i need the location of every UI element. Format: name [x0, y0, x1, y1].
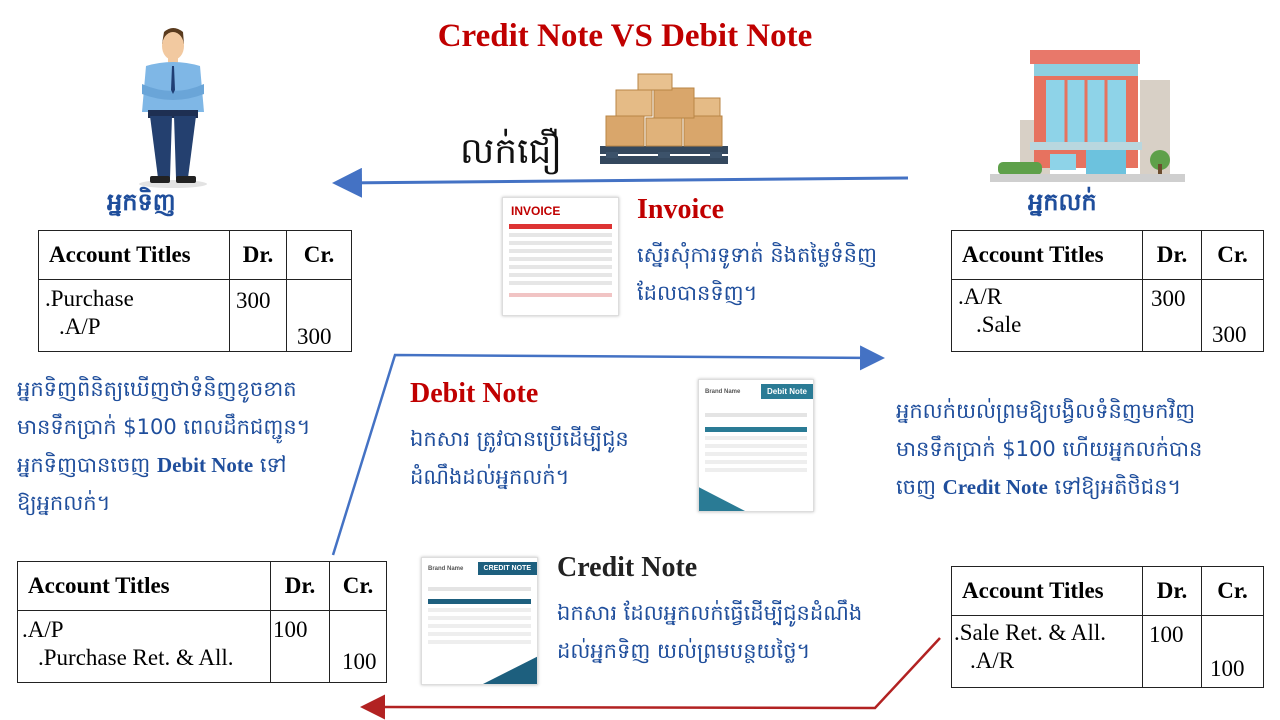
- account-entry-2: .Sale: [976, 312, 1022, 337]
- debit-amount: 100: [1149, 622, 1184, 647]
- page-title: Credit Note VS Debit Note: [437, 18, 813, 54]
- invoice-line-1: ស្នើរសុំការទូទាត់ និងតម្លៃទំនិញ: [637, 243, 877, 267]
- account-titles-header: Account Titles: [38, 230, 230, 280]
- credit-amount: 300: [297, 324, 332, 349]
- invoice-description: ស្នើរសុំការទូទាត់ និងតម្លៃទំនិញ ដែលបានទិ…: [637, 236, 877, 312]
- account-entry-1: .Sale Ret. & All.: [954, 620, 1107, 645]
- debit-amount: 300: [236, 288, 271, 313]
- buyer-label: អ្នកទិញ: [107, 188, 176, 216]
- invoice-heading: Invoice: [637, 194, 725, 225]
- seller-text-line-3-post: ទៅឱ្យអតិថិជន។: [1047, 475, 1182, 499]
- account-titles-header: Account Titles: [17, 561, 271, 611]
- buyer-return-table: Account Titles Dr. Cr. .A/P .Purchase Re…: [17, 561, 387, 683]
- credit-note-heading: Credit Note: [557, 552, 698, 583]
- seller-text-line-2: មានទឹកប្រាក់ $100 ហើយអ្នកលក់បាន: [896, 437, 1203, 461]
- seller-text-line-1: អ្នកលក់យល់ព្រមឱ្យបង្វិលទំនិញមកវិញ: [896, 399, 1196, 423]
- buyer-text-line-3: អ្នកទិញបានចេញ Debit Note ទៅ: [17, 446, 311, 484]
- credit-note-arrow: [360, 637, 941, 720]
- seller-building-icon: [990, 50, 1185, 182]
- debit-note-line-1: ឯកសារ ត្រូវបានប្រើដើម្បីជូន: [410, 427, 629, 451]
- credit-note-brand: Brand Name: [428, 565, 464, 572]
- debit-note-doc-title: Debit Note: [761, 384, 813, 399]
- seller-text-line-3-en: Credit Note: [942, 475, 1048, 499]
- seller-return-table: Account Titles Dr. Cr. .Sale Ret. & All.…: [951, 566, 1264, 688]
- credit-amount: 100: [1210, 656, 1245, 681]
- debit-amount: 300: [1151, 286, 1186, 311]
- dr-header: Dr.: [270, 561, 330, 611]
- seller-label: អ្នកលក់: [1028, 188, 1097, 216]
- account-titles-header: Account Titles: [951, 566, 1143, 616]
- buyer-text-line-3-en: Debit Note: [156, 453, 254, 477]
- buyer-person-icon: [139, 28, 207, 188]
- invoice-doc-title: INVOICE: [511, 204, 561, 218]
- buyer-explanation: អ្នកទិញពិនិត្យឃើញថាទំនិញខូចខាត មានទឹកប្រ…: [17, 370, 311, 522]
- account-entry-2: .A/R: [970, 648, 1015, 673]
- buyer-text-line-3-pre: អ្នកទិញបានចេញ: [17, 453, 157, 477]
- account-entry-2: .A/P: [59, 314, 101, 339]
- buyer-text-line-3-post: ទៅ: [253, 453, 287, 477]
- account-entry-1: .Purchase: [45, 286, 134, 311]
- credit-note-line-1: ឯកសារ ដែលអ្នកលក់ធ្វើដើម្បីជូនដំណឹង: [557, 601, 863, 625]
- debit-amount: 100: [273, 617, 308, 642]
- seller-sale-table: Account Titles Dr. Cr. .A/R .Sale 300 30…: [951, 230, 1264, 352]
- debit-note-brand: Brand Name: [705, 388, 741, 395]
- cr-header: Cr.: [1201, 230, 1264, 280]
- buyer-text-line-2: មានទឹកប្រាក់ $100 ពេលដឹកជញ្ជូន។: [17, 415, 311, 439]
- invoice-document: INVOICE: [502, 197, 619, 316]
- dr-header: Dr.: [229, 230, 287, 280]
- buyer-text-line-4: ឱ្យអ្នកលក់។: [17, 491, 111, 515]
- credit-note-document: Brand Name CREDIT NOTE: [421, 557, 538, 685]
- account-entry-1: .A/P: [22, 617, 64, 642]
- cr-header: Cr.: [329, 561, 387, 611]
- debit-note-description: ឯកសារ ត្រូវបានប្រើដើម្បីជូន ដំណឹងដល់អ្នក…: [410, 420, 629, 496]
- dr-header: Dr.: [1142, 230, 1202, 280]
- debit-note-line-2: ដំណឹងដល់អ្នកលក់។: [410, 465, 570, 489]
- sell-on-credit-label: លក់ជឿ: [460, 131, 563, 172]
- seller-text-line-3: ចេញ Credit Note ទៅឱ្យអតិថិជន។: [896, 468, 1202, 506]
- credit-amount: 100: [342, 649, 377, 674]
- credit-note-doc-title: CREDIT NOTE: [477, 562, 537, 575]
- cr-header: Cr.: [286, 230, 352, 280]
- debit-note-heading: Debit Note: [410, 378, 539, 409]
- sale-arrow: [332, 167, 909, 198]
- dr-header: Dr.: [1142, 566, 1202, 616]
- account-entry-1: .A/R: [958, 284, 1003, 309]
- debit-note-arrow: [331, 345, 885, 556]
- buyer-text-line-1: អ្នកទិញពិនិត្យឃើញថាទំនិញខូចខាត: [17, 377, 297, 401]
- invoice-line-2: ដែលបានទិញ។: [637, 281, 758, 305]
- account-entry-2: .Purchase Ret. & All.: [38, 645, 234, 670]
- credit-amount: 300: [1212, 322, 1247, 347]
- buyer-purchase-table: Account Titles Dr. Cr. .Purchase .A/P 30…: [38, 230, 352, 352]
- seller-text-line-3-pre: ចេញ: [896, 475, 943, 499]
- boxes-pallet-icon: [600, 73, 728, 164]
- credit-note-description: ឯកសារ ដែលអ្នកលក់ធ្វើដើម្បីជូនដំណឹង ដល់អ្…: [557, 594, 862, 670]
- credit-note-line-2: ដល់អ្នកទិញ យល់ព្រមបន្ថយថ្លៃ។: [557, 639, 811, 663]
- debit-note-document: Brand Name Debit Note: [698, 379, 814, 512]
- seller-explanation: អ្នកលក់យល់ព្រមឱ្យបង្វិលទំនិញមកវិញ មានទឹក…: [896, 392, 1202, 506]
- cr-header: Cr.: [1201, 566, 1264, 616]
- account-titles-header: Account Titles: [951, 230, 1143, 280]
